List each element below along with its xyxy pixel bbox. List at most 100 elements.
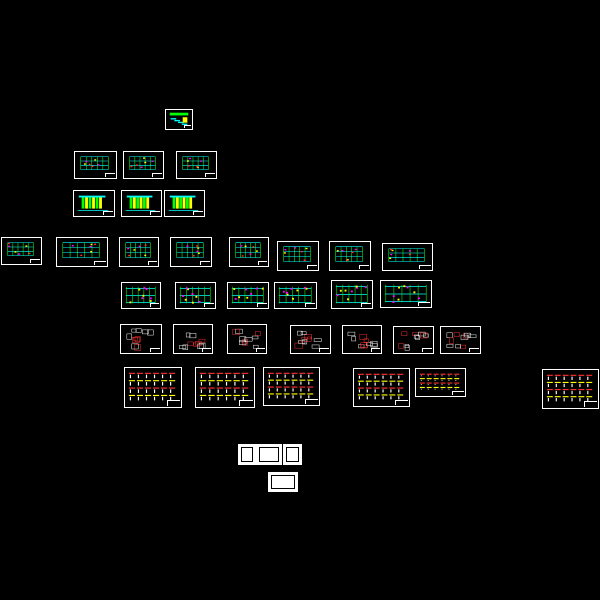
rebar-bar — [144, 380, 152, 382]
rebar-bar — [365, 387, 372, 389]
drawing-sheet-rebar-sheets-6[interactable] — [542, 369, 599, 409]
drawing-sheet-rebar-sheets-2[interactable] — [195, 367, 255, 408]
drawing-sheet-notes-sheets-1[interactable] — [238, 444, 256, 465]
drawing-sheet-floor-plans-3[interactable] — [119, 237, 159, 267]
rebar-stirrup — [441, 375, 443, 377]
rebar-bar — [307, 386, 314, 388]
drawing-sheet-detail-sheets-4[interactable] — [290, 325, 331, 354]
rebar-stirrup — [217, 374, 219, 379]
rebar-stirrup — [276, 381, 278, 385]
rebar-bar — [199, 394, 207, 397]
plan-annotation — [244, 245, 247, 248]
drawing-sheet-elevations-1[interactable] — [73, 190, 115, 217]
drawing-sheet-structural-plans-1[interactable] — [121, 282, 161, 309]
plan-annotation — [144, 254, 147, 257]
drawing-sheet-detail-sheets-6[interactable] — [393, 326, 434, 354]
rebar-stirrup — [268, 381, 270, 385]
rebar-bar — [586, 389, 593, 391]
plan-annotation — [83, 163, 86, 165]
plan-annotation — [88, 163, 91, 166]
plan-annotation — [7, 242, 10, 245]
drawing-sheet-notes-sheets-2[interactable] — [256, 444, 282, 465]
sheet-title-block — [166, 400, 180, 406]
detail-section — [460, 334, 469, 340]
drawing-sheet-floor-plans-6[interactable] — [277, 241, 319, 271]
drawing-sheet-floor-plans-2[interactable] — [56, 237, 108, 267]
drawing-sheet-floor-plans-4[interactable] — [170, 237, 212, 267]
rebar-stirrup — [153, 382, 156, 386]
drawing-sheet-structural-plans-2[interactable] — [175, 282, 216, 309]
sheet-drawing-content — [125, 286, 156, 304]
drawing-sheet-floor-plans-1[interactable] — [1, 237, 42, 265]
sheet-title-block — [184, 124, 191, 128]
rebar-stirrup — [571, 398, 573, 402]
detail-section — [300, 331, 307, 335]
plan-annotation — [94, 243, 97, 246]
sheet-title-block — [149, 303, 159, 307]
rebar-stirrup — [366, 396, 368, 400]
drawing-sheet-detail-sheets-3[interactable] — [227, 324, 267, 354]
structure-column-mark — [245, 288, 247, 291]
rebar-bar — [216, 387, 224, 389]
sheet-title-block — [304, 398, 318, 404]
cover-text-line — [170, 118, 177, 120]
drawing-sheet-notes-sheets-3[interactable] — [283, 444, 302, 465]
rebar-bar — [562, 389, 569, 391]
drawing-sheet-structural-plans-4[interactable] — [274, 282, 317, 309]
drawing-sheet-floor-plans-8[interactable] — [382, 243, 433, 271]
drawing-sheet-rebar-sheets-4[interactable] — [353, 368, 410, 407]
plan-annotation — [186, 160, 189, 162]
drawing-sheet-detail-sheets-7[interactable] — [440, 326, 481, 354]
rebar-stirrup — [209, 389, 211, 393]
plan-annotation — [144, 161, 147, 164]
rebar-bar — [447, 378, 453, 380]
plan-annotation — [130, 165, 133, 168]
drawing-sheet-elevations-3[interactable] — [164, 190, 205, 217]
rebar-stirrup — [129, 382, 131, 386]
detail-section — [147, 329, 154, 336]
rebar-stirrup — [284, 388, 286, 392]
drawing-sheet-detail-sheets-5[interactable] — [342, 325, 382, 354]
sheet-title-block — [361, 302, 371, 307]
sheet-title-block — [30, 258, 40, 263]
rebar-stirrup — [555, 398, 557, 402]
drawing-sheet-rebar-sheets-3[interactable] — [263, 367, 320, 406]
rebar-bar — [233, 387, 240, 389]
plan-annotation — [18, 253, 21, 255]
structure-column-mark — [246, 296, 249, 299]
drawing-sheet-detail-sheets-1[interactable] — [120, 324, 162, 354]
drawing-sheet-floor-plans-5[interactable] — [229, 237, 269, 267]
rebar-bar — [397, 387, 404, 389]
drawing-sheet-structural-plans-3[interactable] — [227, 282, 269, 309]
rebar-stirrup — [217, 382, 219, 386]
rebar-stirrup — [292, 381, 294, 385]
rebar-bar — [562, 396, 569, 398]
sheet-title-block — [422, 347, 432, 352]
detail-section — [182, 344, 188, 350]
drawing-sheet-elevations-2[interactable] — [121, 190, 162, 217]
detail-section — [423, 333, 429, 338]
drawing-sheet-structural-plans-6[interactable] — [380, 280, 432, 308]
drawing-sheet-notes-sheets-4[interactable] — [268, 472, 298, 492]
drawing-sheet-site-plans-2[interactable] — [123, 151, 164, 179]
drawing-sheet-structural-plans-5[interactable] — [331, 280, 373, 309]
detail-section — [133, 337, 138, 341]
drawing-sheet-cover-1[interactable] — [165, 109, 193, 130]
drawing-sheet-detail-sheets-2[interactable] — [173, 324, 213, 354]
drawing-sheet-site-plans-1[interactable] — [74, 151, 117, 179]
rebar-stirrup — [555, 383, 557, 388]
rebar-stirrup — [200, 389, 202, 393]
drawing-sheet-rebar-sheets-1[interactable] — [124, 367, 182, 408]
plan-annotation — [294, 247, 297, 249]
rebar-stirrup — [563, 383, 565, 388]
drawing-sheet-rebar-sheets-5[interactable] — [415, 368, 466, 397]
plan-annotation — [71, 245, 74, 247]
drawing-sheet-site-plans-3[interactable] — [176, 151, 217, 179]
drawing-sheet-floor-plans-7[interactable] — [329, 241, 371, 271]
structure-column-mark — [413, 291, 416, 294]
rebar-stirrup — [398, 375, 400, 379]
rebar-bar — [275, 379, 282, 381]
structure-column-mark — [195, 295, 198, 298]
rebar-bar — [299, 379, 306, 381]
